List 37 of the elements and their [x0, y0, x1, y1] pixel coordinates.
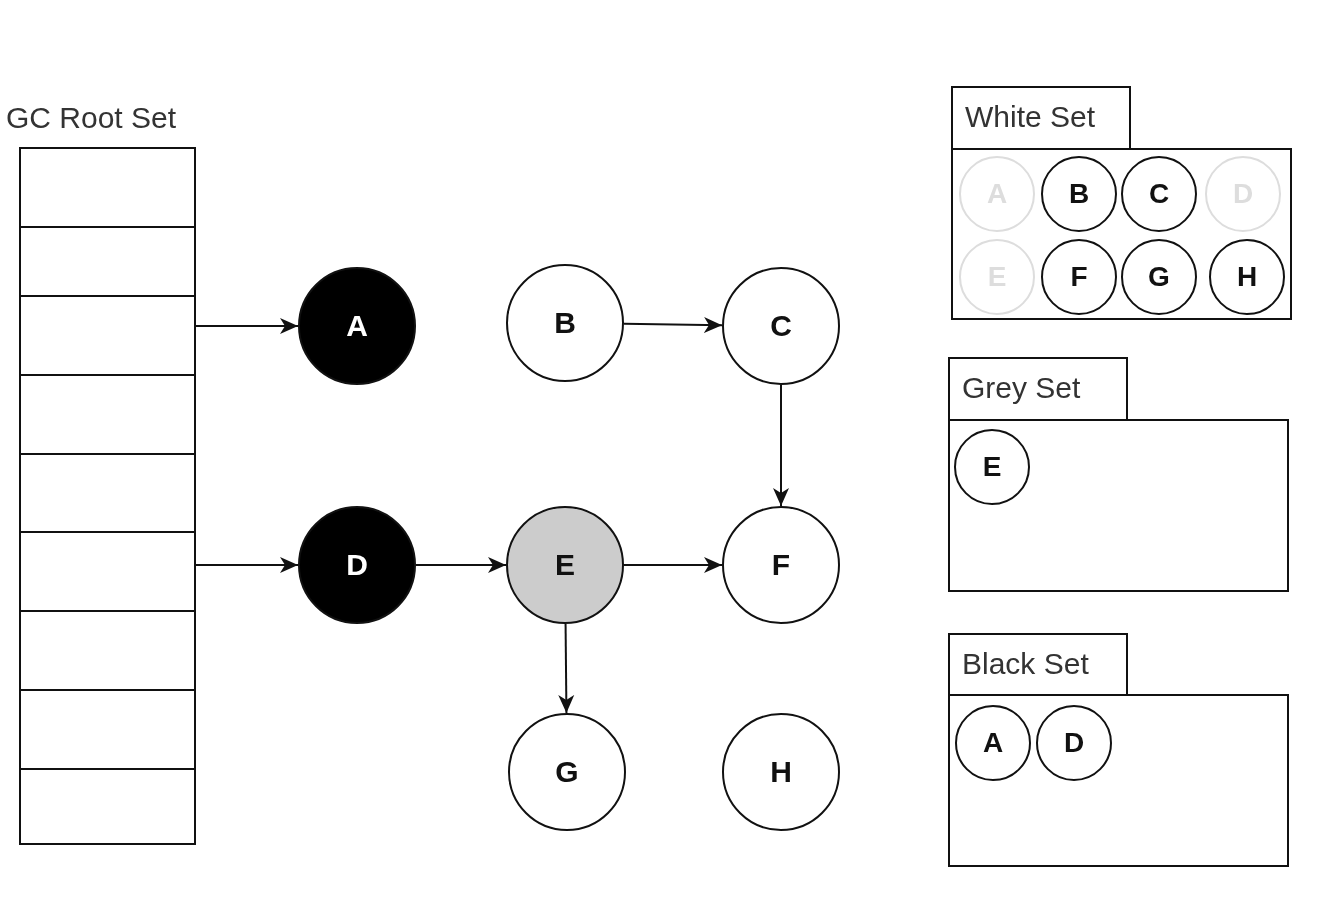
arrow	[558, 623, 575, 714]
object-circle: F	[1041, 239, 1117, 315]
object-circle: E	[506, 506, 624, 624]
object-circle: E	[954, 429, 1030, 505]
object-circle: H	[1209, 239, 1285, 315]
set-panel	[948, 419, 1289, 592]
object-circle: A	[298, 267, 416, 385]
object-circle: G	[508, 713, 626, 831]
arrow	[623, 316, 723, 333]
object-circle: C	[1121, 156, 1197, 232]
arrow	[773, 384, 789, 507]
object-circle: D	[298, 506, 416, 624]
set-tab: Grey Set	[948, 357, 1128, 421]
set-panel	[948, 694, 1289, 867]
object-circle: D	[1036, 705, 1112, 781]
object-circle: A	[955, 705, 1031, 781]
object-circle: C	[722, 267, 840, 385]
root-slot	[19, 226, 196, 297]
object-circle: H	[722, 713, 840, 831]
object-circle: F	[722, 506, 840, 624]
root-slot	[19, 768, 196, 845]
arrow	[415, 557, 507, 573]
set-tab: White Set	[951, 86, 1131, 150]
root-slot	[19, 374, 196, 455]
object-circle: B	[1041, 156, 1117, 232]
set-heading: GC Root Set	[6, 100, 177, 136]
root-slot	[19, 610, 196, 691]
set-panel	[951, 148, 1292, 320]
root-slot	[19, 531, 196, 612]
object-circle: G	[1121, 239, 1197, 315]
arrow	[623, 557, 723, 573]
root-slot	[19, 147, 196, 228]
root-slot	[19, 453, 196, 533]
root-slot	[19, 689, 196, 770]
object-circle: B	[506, 264, 624, 382]
set-tab: Black Set	[948, 633, 1128, 697]
root-slot	[19, 295, 196, 376]
